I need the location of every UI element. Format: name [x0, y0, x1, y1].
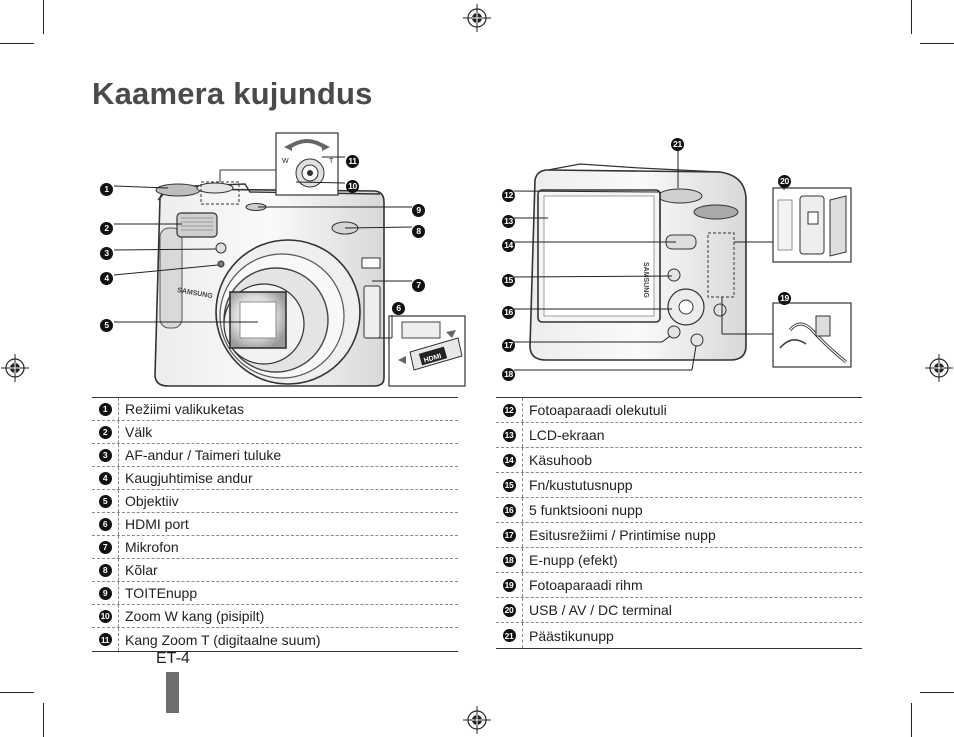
registration-mark-bottom [463, 706, 491, 734]
callout-8: 8 [412, 221, 425, 239]
callout-15: 15 [502, 270, 515, 288]
crop-mark [911, 0, 912, 34]
registration-mark-left [1, 354, 29, 382]
callout-10: 10 [346, 176, 359, 194]
registration-mark-top [463, 4, 491, 32]
callout-1: 1 [100, 179, 113, 197]
svg-text:SAMSUNG: SAMSUNG [642, 262, 649, 298]
svg-text:HDMI: HDMI [423, 353, 442, 365]
callout-17: 17 [502, 335, 515, 353]
back-camera: SAMSUNG [529, 163, 747, 361]
callout-12: 12 [502, 185, 515, 203]
callout-6: 6 [392, 298, 405, 316]
hdmi-inset: HDMI [388, 315, 466, 387]
crop-mark [0, 692, 34, 693]
flash [176, 212, 218, 238]
remote-sensor [217, 260, 225, 268]
callout-2: 2 [100, 218, 113, 236]
shutter-area [693, 204, 739, 220]
svg-text:T: T [329, 158, 334, 165]
usb-inset [772, 187, 852, 263]
crop-mark [920, 692, 954, 693]
camera-illustration: SAMSUNG W T HDMI [113, 132, 852, 387]
callout-21: 21 [671, 134, 684, 152]
leader-lines-front [113, 156, 413, 339]
crop-mark [0, 43, 34, 44]
microphone [361, 257, 381, 269]
strap-inset [772, 302, 852, 368]
callout-5: 5 [100, 315, 113, 333]
grip [159, 227, 183, 329]
svg-text:W: W [282, 158, 289, 165]
callout-19: 19 [778, 288, 791, 306]
callout-3: 3 [100, 243, 113, 261]
callout-13: 13 [502, 211, 515, 229]
crop-mark [920, 43, 954, 44]
front-camera: SAMSUNG [154, 169, 385, 387]
callout-11: 11 [346, 151, 359, 169]
leader-lines-back [513, 148, 785, 371]
crop-mark [911, 703, 912, 737]
registration-mark-right [925, 354, 953, 382]
callout-9: 9 [412, 200, 425, 218]
af-sensor [215, 242, 227, 254]
callout-4: 4 [100, 268, 113, 286]
zoom-inset: W T [275, 132, 339, 196]
crop-mark [43, 703, 44, 737]
page-tab-marker [166, 672, 179, 713]
callout-14: 14 [502, 235, 515, 253]
mode-dial [155, 183, 201, 197]
callout-18: 18 [502, 364, 515, 382]
callout-20: 20 [778, 171, 791, 189]
page-title: Kaamera kujundus [92, 76, 373, 111]
callout-16: 16 [502, 302, 515, 320]
page-number: ET-4 [156, 650, 190, 667]
callout-7: 7 [412, 275, 425, 293]
crop-mark [43, 0, 44, 34]
